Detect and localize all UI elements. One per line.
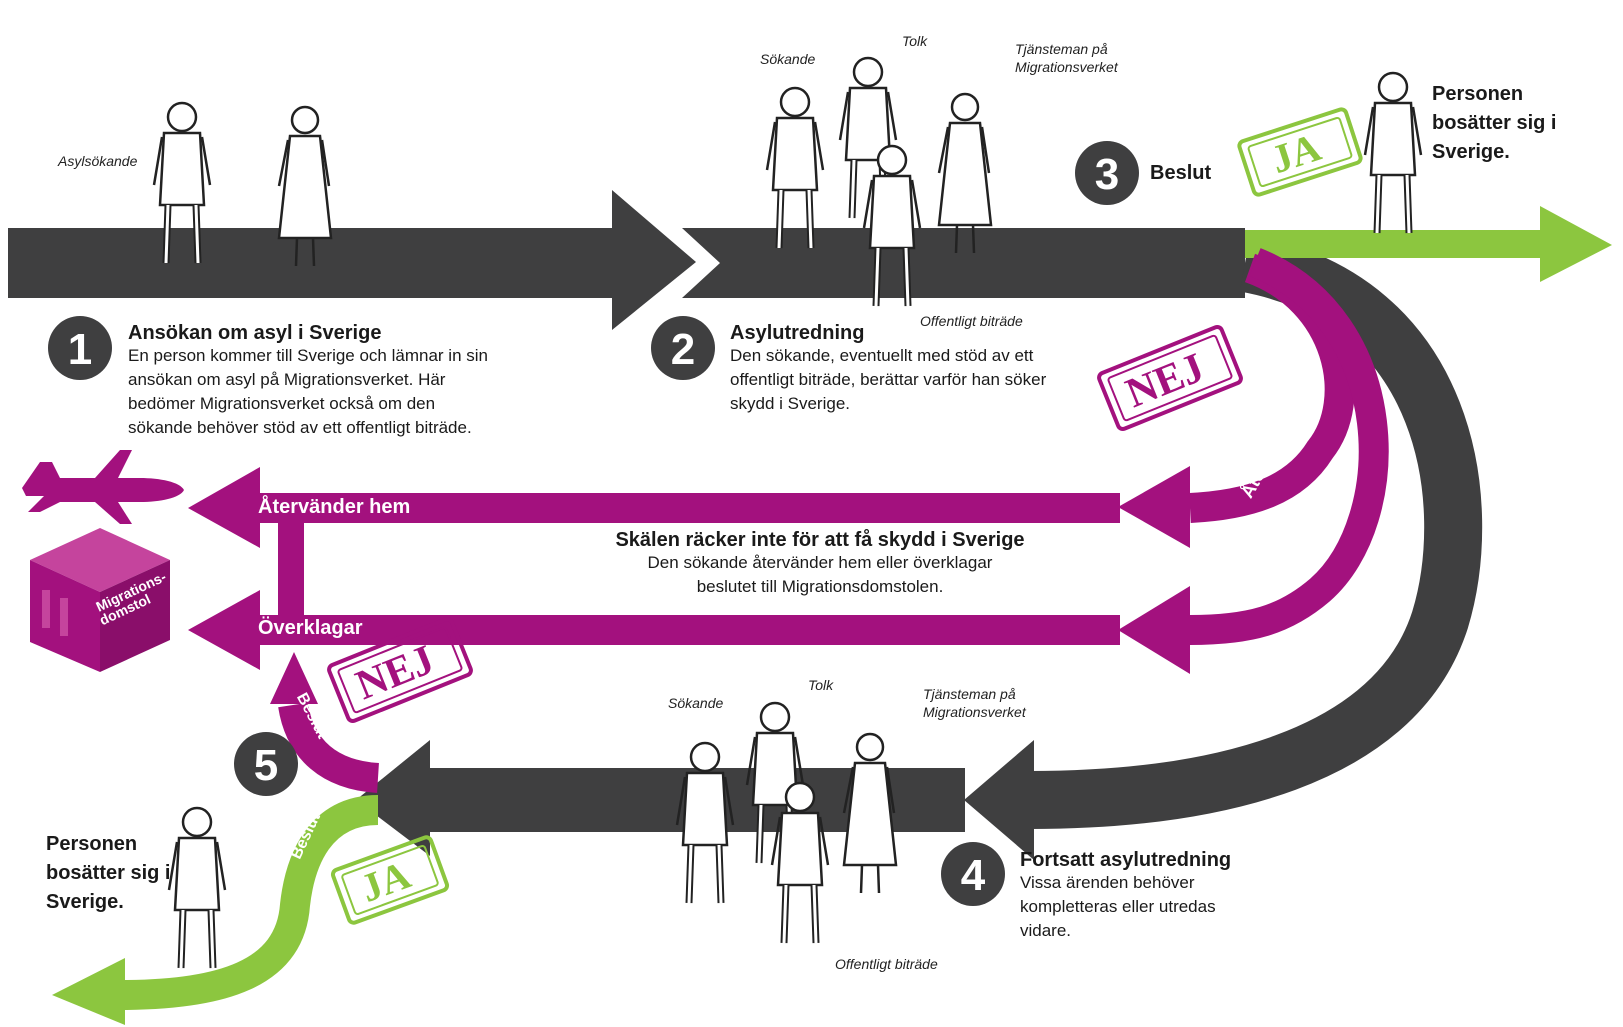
label-sokande-top: Sökande bbox=[760, 51, 816, 67]
resides-text-top: Personen bosätter sig i Sverige. bbox=[1432, 83, 1557, 163]
person-sokande-top bbox=[767, 88, 823, 248]
vertical-connector bbox=[278, 505, 304, 620]
step-2-circle bbox=[651, 316, 715, 380]
label-bitrade-bottom: Offentligt biträde bbox=[835, 956, 938, 972]
step-circles bbox=[48, 141, 1139, 906]
step-4-number: 4 bbox=[961, 851, 986, 900]
step-3-circle bbox=[1075, 141, 1139, 205]
airplane-icon bbox=[22, 450, 184, 524]
step-3-title: Beslut bbox=[1150, 162, 1212, 184]
curve-appeal bbox=[1189, 248, 1389, 645]
label-tjansteman-bottom: Tjänsteman på Migrationsverket bbox=[923, 686, 1026, 720]
u-turn-track bbox=[1029, 234, 1483, 829]
curve-decision-5 bbox=[278, 702, 380, 793]
arrow-appeal bbox=[1118, 586, 1190, 674]
rejection-text: Den sökande återvänder hem eller överkla… bbox=[647, 553, 993, 596]
resides-text-bottom: Personen bosätter sig i Sverige. bbox=[46, 833, 171, 913]
track-arrow-4 bbox=[964, 740, 1034, 860]
green-arrow-top bbox=[1245, 206, 1612, 282]
bar-return-home bbox=[188, 467, 1120, 548]
step-5-circle bbox=[234, 732, 298, 796]
label-bitrade-top: Offentligt biträde bbox=[920, 313, 1023, 329]
label-asylsokande: Asylsökande bbox=[58, 153, 138, 169]
rejection-title: Skälen räcker inte för att få skydd i Sv… bbox=[615, 529, 1025, 551]
green-outcomes bbox=[52, 206, 1612, 1025]
label-tjansteman-top: Tjänsteman på Migrationsverket bbox=[1015, 41, 1118, 75]
bar-appeal bbox=[188, 590, 1120, 670]
step-1-text: En person kommer till Sverige och lämnar… bbox=[128, 346, 488, 437]
step-2-title: Asylutredning bbox=[730, 322, 865, 344]
court-building-icon bbox=[30, 528, 170, 672]
bar-label-return-home: Återvänder hem bbox=[258, 496, 411, 518]
stamp-yes-bottom bbox=[330, 835, 450, 925]
person-resides-top bbox=[1365, 73, 1421, 233]
stamp-no-top bbox=[1097, 324, 1243, 432]
green-arrow-bottom bbox=[52, 958, 125, 1025]
bar-label-appeal: Överklagar bbox=[258, 617, 363, 639]
track-arrow-1 bbox=[8, 190, 696, 330]
scene-investigation-bottom bbox=[677, 703, 898, 943]
magenta-rejection bbox=[188, 248, 1389, 793]
step-5-number: 5 bbox=[254, 741, 278, 790]
step-1-number: 1 bbox=[68, 325, 92, 374]
step-1-title: Ansökan om asyl i Sverige bbox=[128, 322, 382, 344]
step-2-text: Den sökande, eventuellt med stöd av ett … bbox=[730, 346, 1047, 413]
arrow-decision-5-up bbox=[270, 652, 318, 704]
step-4-circle bbox=[941, 842, 1005, 906]
track-arrow-2 bbox=[682, 228, 1245, 298]
stamp-yes-top bbox=[1237, 107, 1363, 197]
step-1-circle bbox=[48, 316, 112, 380]
arrow-return-home bbox=[1118, 466, 1190, 548]
person-sokande-bottom bbox=[677, 743, 733, 903]
label-tolk-top: Tolk bbox=[902, 33, 928, 49]
stamp-no-top-text: NEJ bbox=[1120, 345, 1211, 417]
label-sokande-bottom: Sökande bbox=[668, 695, 724, 711]
green-curve-bottom bbox=[119, 795, 379, 1010]
person-official-bottom bbox=[842, 732, 898, 895]
step-4-text: Vissa ärenden behöver kompletteras eller… bbox=[1020, 873, 1216, 940]
label-tolk-bottom: Tolk bbox=[808, 677, 834, 693]
step-4-title: Fortsatt asylutredning bbox=[1020, 849, 1232, 871]
stamp-no-bottom bbox=[327, 616, 473, 724]
stamp-no-bottom-text: NEJ bbox=[350, 637, 441, 709]
step-2-number: 2 bbox=[671, 325, 695, 374]
step-3-number: 3 bbox=[1095, 150, 1119, 199]
